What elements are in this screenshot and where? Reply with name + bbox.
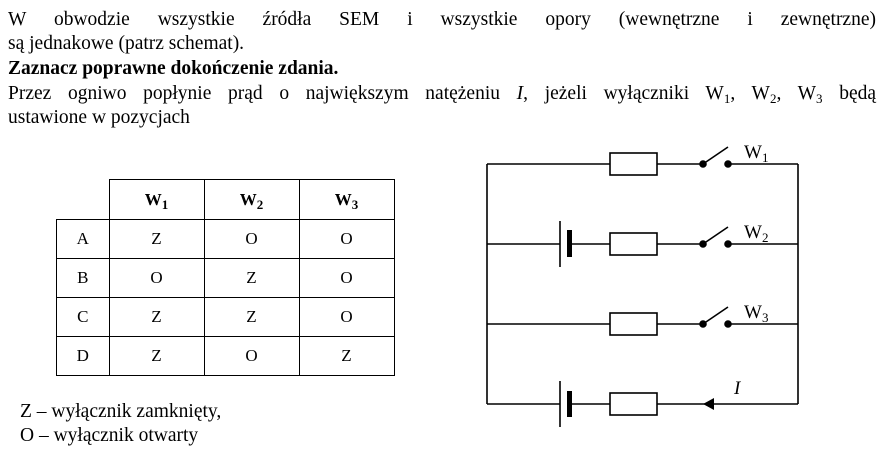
header-w1: W1 <box>108 179 205 220</box>
instruction: Zaznacz poprawne dokończenie zdania. <box>8 58 339 79</box>
table-row-b[interactable]: B O Z O <box>56 258 395 298</box>
question-text-4: , W <box>776 83 817 104</box>
legend: Z – wyłącznik zamknięty, O – wyłącznik o… <box>20 400 221 448</box>
header-w2: W2 <box>203 179 300 220</box>
question-text-1: Przez ogniwo popłynie prąd o największym… <box>8 83 517 104</box>
cell-w2: Z <box>203 258 300 298</box>
question-text-3: , W <box>730 83 770 104</box>
question-text-5: będą <box>822 83 877 104</box>
table-row-d[interactable]: D Z O Z <box>56 336 395 376</box>
cell-w2: Z <box>203 297 300 337</box>
resistor <box>609 232 658 256</box>
question-line-2: ustawione w pozycjach <box>8 107 190 128</box>
cell-w1: O <box>108 258 205 298</box>
battery <box>559 381 572 427</box>
option-label[interactable]: D <box>56 336 110 376</box>
branch-2 <box>487 221 798 267</box>
intro-line-1: W obwodzie wszystkie źródła SEM i wszyst… <box>8 9 876 30</box>
resistor <box>609 152 658 176</box>
switch-w3[interactable] <box>699 306 732 328</box>
cell-w3: Z <box>298 336 395 376</box>
option-label[interactable]: B <box>56 258 110 298</box>
legend-closed: Z – wyłącznik zamknięty, <box>20 401 222 422</box>
branch-3 <box>487 306 798 336</box>
current-label: I <box>733 378 742 399</box>
table-header-row: W1 W2 W3 <box>56 179 395 220</box>
cell-w3: O <box>298 258 395 298</box>
question-line-1: Przez ogniwo popłynie prąd o największym… <box>8 82 876 106</box>
subscript: 3 <box>816 91 823 106</box>
subscript: 2 <box>769 91 777 106</box>
switch-label-w3: W3 <box>744 302 768 325</box>
question-text-2: , jeżeli wyłączniki W <box>523 83 724 104</box>
cell-w3: O <box>298 219 395 259</box>
cell-w2: O <box>203 336 300 376</box>
subscript: 1 <box>723 91 731 106</box>
branch-4 <box>487 381 798 427</box>
switch-label-w2: W2 <box>744 222 768 245</box>
intro-line-2: są jednakowe (patrz schemat). <box>8 33 245 54</box>
table-row-c[interactable]: C Z Z O <box>56 297 395 337</box>
cell-w1: Z <box>108 297 205 337</box>
switch-w1[interactable] <box>699 146 732 168</box>
legend-open: O – wyłącznik otwarty <box>20 425 199 446</box>
resistor <box>609 392 658 416</box>
switch-label-w1: W1 <box>744 142 768 165</box>
options-table: W1 W2 W3 A Z O O B O Z O C Z Z O D Z O Z <box>56 179 395 376</box>
switch-w2[interactable] <box>699 226 732 248</box>
branch-1 <box>487 146 798 176</box>
resistor <box>609 312 658 336</box>
battery <box>559 221 572 267</box>
current-variable: I <box>516 83 524 104</box>
current-arrow-icon <box>703 398 714 410</box>
option-label[interactable]: A <box>56 219 110 259</box>
